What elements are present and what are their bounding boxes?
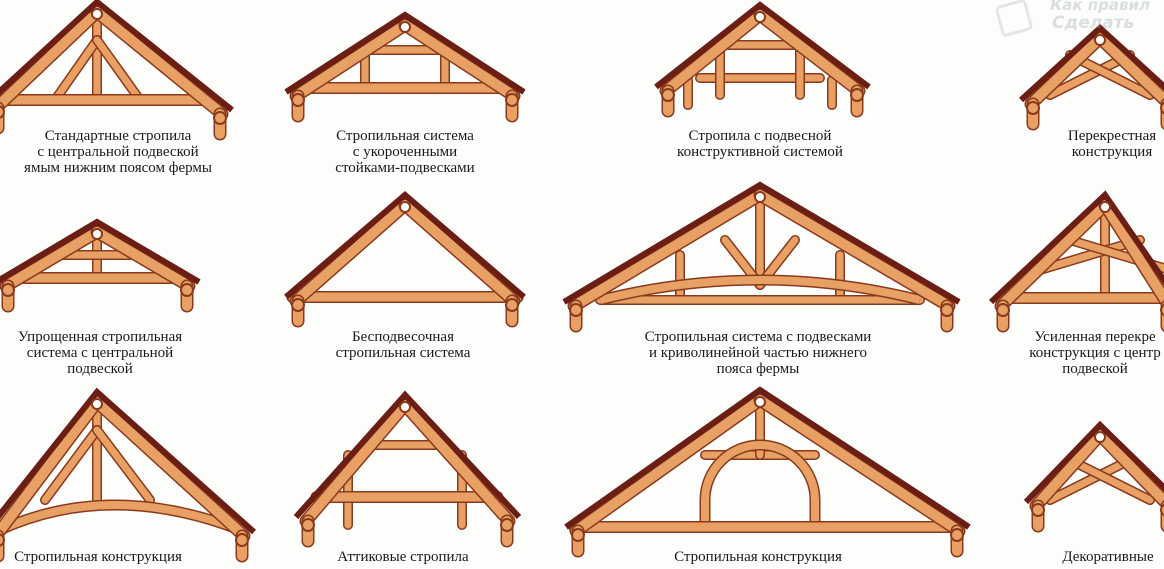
- roof-covering: [564, 386, 971, 530]
- log-end: [1160, 101, 1164, 115]
- rafter-left: [301, 400, 410, 526]
- log-end: [850, 88, 864, 102]
- rafter-left: [291, 20, 410, 101]
- log-end: [1160, 503, 1164, 517]
- log-end: [180, 283, 194, 297]
- log-end: [1026, 101, 1040, 115]
- watermark-line-2: Сделать: [1052, 13, 1135, 33]
- log-end: [940, 303, 954, 317]
- ridge-log: [91, 8, 103, 20]
- rafter-left: [571, 395, 765, 536]
- rafter-right: [1095, 33, 1164, 107]
- logo-window-icon: [994, 0, 1034, 38]
- caption-decorative: Декоративные: [1062, 549, 1154, 565]
- ridge-log: [91, 228, 103, 240]
- caption-rafter-construction-2: Стропильная конструкция: [674, 549, 842, 565]
- roof-covering: [988, 190, 1164, 305]
- roof-covering: [1018, 23, 1164, 103]
- ridge-log: [1099, 201, 1111, 213]
- curved-chord: [599, 276, 921, 304]
- log-end: [235, 533, 249, 547]
- log-end: [996, 303, 1010, 317]
- truss-member: [1046, 456, 1134, 504]
- log-end: [500, 518, 514, 532]
- ridge-log: [91, 398, 103, 410]
- rafter-right: [755, 190, 954, 311]
- curved-chord: [0, 501, 242, 534]
- truss-member: [1066, 456, 1154, 504]
- rafter-left: [0, 397, 102, 540]
- rafter-right: [1095, 430, 1164, 509]
- ridge-log: [754, 191, 766, 203]
- log-end: [1031, 503, 1045, 517]
- rafter-left: [291, 200, 410, 306]
- roof-covering: [284, 11, 526, 95]
- rafter-right: [755, 395, 964, 536]
- log-end: [291, 93, 305, 107]
- rafter-right: [400, 400, 514, 526]
- log-end: [301, 518, 315, 532]
- rafter-right: [400, 20, 519, 101]
- truss-member: [51, 36, 101, 104]
- roof-covering: [654, 1, 871, 90]
- log-end: [0, 105, 5, 119]
- curved-chord: [701, 441, 819, 527]
- rafter-left: [1026, 33, 1105, 109]
- ridge-log: [1094, 431, 1106, 443]
- log-end: [571, 528, 585, 542]
- log-end: [1160, 303, 1164, 317]
- rafter-left: [1, 227, 102, 291]
- roof-covering: [0, 387, 256, 535]
- rafter-left: [569, 190, 765, 311]
- rafter-right: [1100, 200, 1164, 308]
- ridge-log: [754, 396, 766, 408]
- log-end: [0, 533, 5, 547]
- watermark-line-1: Как правил: [1050, 0, 1150, 14]
- rafter-left: [0, 7, 102, 112]
- log-end: [505, 93, 519, 107]
- log-end: [569, 303, 583, 317]
- log-end: [661, 88, 675, 102]
- log-end: [291, 298, 305, 312]
- roof-covering: [284, 191, 526, 300]
- caption-rafter-construction-1: Стропильная конструкция: [14, 549, 182, 565]
- roof-covering: [562, 181, 961, 305]
- ridge-log: [1094, 34, 1106, 46]
- caption-attic-rafters: Аттиковые стропила: [337, 549, 469, 565]
- roof-covering: [1023, 420, 1164, 505]
- truss-member: [93, 36, 144, 104]
- truss-member: [93, 426, 154, 504]
- rafter-left: [996, 200, 1110, 311]
- watermark-logo: Как правил Сделать: [990, 0, 1164, 38]
- rafter-right: [92, 7, 227, 119]
- log-end: [505, 298, 519, 312]
- rafter-right: [92, 227, 194, 291]
- ridge-log: [399, 401, 411, 413]
- rafter-right: [755, 10, 864, 96]
- rafter-right: [400, 200, 519, 306]
- rafter-right: [92, 397, 249, 541]
- rafter-left: [661, 10, 765, 96]
- log-end: [213, 111, 227, 125]
- log-end: [950, 528, 964, 542]
- log-end: [1, 283, 15, 297]
- ridge-log: [754, 11, 766, 23]
- roof-covering: [0, 0, 234, 113]
- roof-covering: [0, 218, 201, 285]
- ridge-log: [399, 201, 411, 213]
- rafter-left: [1031, 430, 1105, 511]
- roof-covering: [293, 390, 522, 520]
- truss-member: [41, 426, 101, 504]
- ridge-log: [399, 21, 411, 33]
